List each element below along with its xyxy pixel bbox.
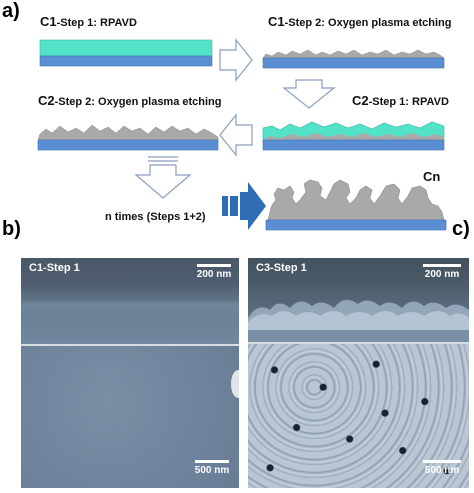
c1-step1-text: -Step 1: RPAVD: [56, 17, 137, 29]
sem-c1-panel: C1-Step 1 200 nm 500 nm: [21, 258, 239, 488]
sem-c3-scale-bottom-label: 500 nm: [424, 465, 460, 476]
sem-c1-edge-particle: [231, 370, 239, 398]
sem-c3-top-view: [248, 344, 469, 488]
c2-step1-text: -Step 1: RPAVD: [368, 96, 449, 108]
c2-step1-prefix: C2: [352, 93, 369, 108]
sem-c3-title: C3-Step 1: [256, 262, 307, 274]
sem-c1-scale-top-label: 200 nm: [196, 269, 232, 280]
sem-c1-divider: [21, 344, 239, 346]
big-blue-arrow-icon: [222, 182, 266, 230]
arrow-right-icon: [219, 38, 253, 82]
repeat-arrow-icon: [134, 156, 192, 199]
panel-label-a: a): [2, 0, 20, 22]
panel-label-b: b): [2, 218, 21, 240]
c1-step2-prefix: C1: [268, 14, 285, 29]
sem-c3-panel: C3-Step 1 200 nm 500 nm: [248, 258, 469, 488]
c2-step1-substrate: [262, 139, 445, 151]
sem-c1-cross-section: [21, 258, 239, 344]
c2-etched-layer: [37, 124, 219, 141]
c2-step2-substrate: [37, 139, 219, 151]
sem-c3-scalebar-top: 200 nm: [418, 264, 466, 280]
sem-c3-divider: [248, 342, 469, 344]
cn-label: Cn: [423, 169, 441, 184]
c2-step1-gray: [263, 133, 444, 140]
cn-substrate: [265, 219, 447, 231]
c1-film-layer: [39, 39, 213, 57]
repeat-label: n times (Steps 1+2): [105, 211, 206, 223]
c1-step2-label: C1-Step 2: Oxygen plasma etching: [268, 14, 452, 29]
sem-c1-top-view: [21, 346, 239, 488]
c2-step2-label: C2-Step 2: Oxygen plasma etching: [38, 93, 222, 108]
c2-step2-text: -Step 2: Oxygen plasma etching: [54, 96, 222, 108]
sem-c1-scalebar-bottom: 500 nm: [189, 460, 235, 476]
sem-c1-title: C1-Step 1: [29, 262, 80, 274]
sem-c1-scale-bottom-label: 500 nm: [194, 465, 230, 476]
c1-step1-stack: [39, 39, 213, 67]
c2-film-layer: [262, 121, 445, 141]
c1-step1-label: C1-Step 1: RPAVD: [40, 14, 137, 29]
c1-step2-substrate: [262, 57, 445, 69]
sem-c3-scalebar-bottom: 500 nm: [418, 460, 466, 476]
c1-step1-prefix: C1: [40, 14, 57, 29]
c1-etched-layer: [262, 49, 445, 59]
arrow-left-icon: [219, 113, 253, 157]
cn-pillars: [267, 179, 445, 221]
c2-step2-prefix: C2: [38, 93, 55, 108]
c1-substrate: [39, 55, 213, 67]
panel-label-c: c): [452, 218, 470, 240]
c2-step1-stack: [262, 121, 445, 151]
c1-step2-text: -Step 2: Oxygen plasma etching: [284, 17, 452, 29]
cn-stack: [265, 179, 447, 231]
process-schematic: [37, 38, 447, 231]
c2-step1-label: C2-Step 1: RPAVD: [352, 93, 449, 108]
c2-step2-stack: [37, 124, 219, 151]
c1-step2-stack: [262, 49, 445, 69]
sem-c3-scale-top-label: 200 nm: [424, 269, 460, 280]
sem-c3-cross-section-bumps: [248, 299, 469, 342]
sem-c1-scalebar-top: 200 nm: [191, 264, 237, 280]
arrow-down-icon: [282, 79, 336, 109]
